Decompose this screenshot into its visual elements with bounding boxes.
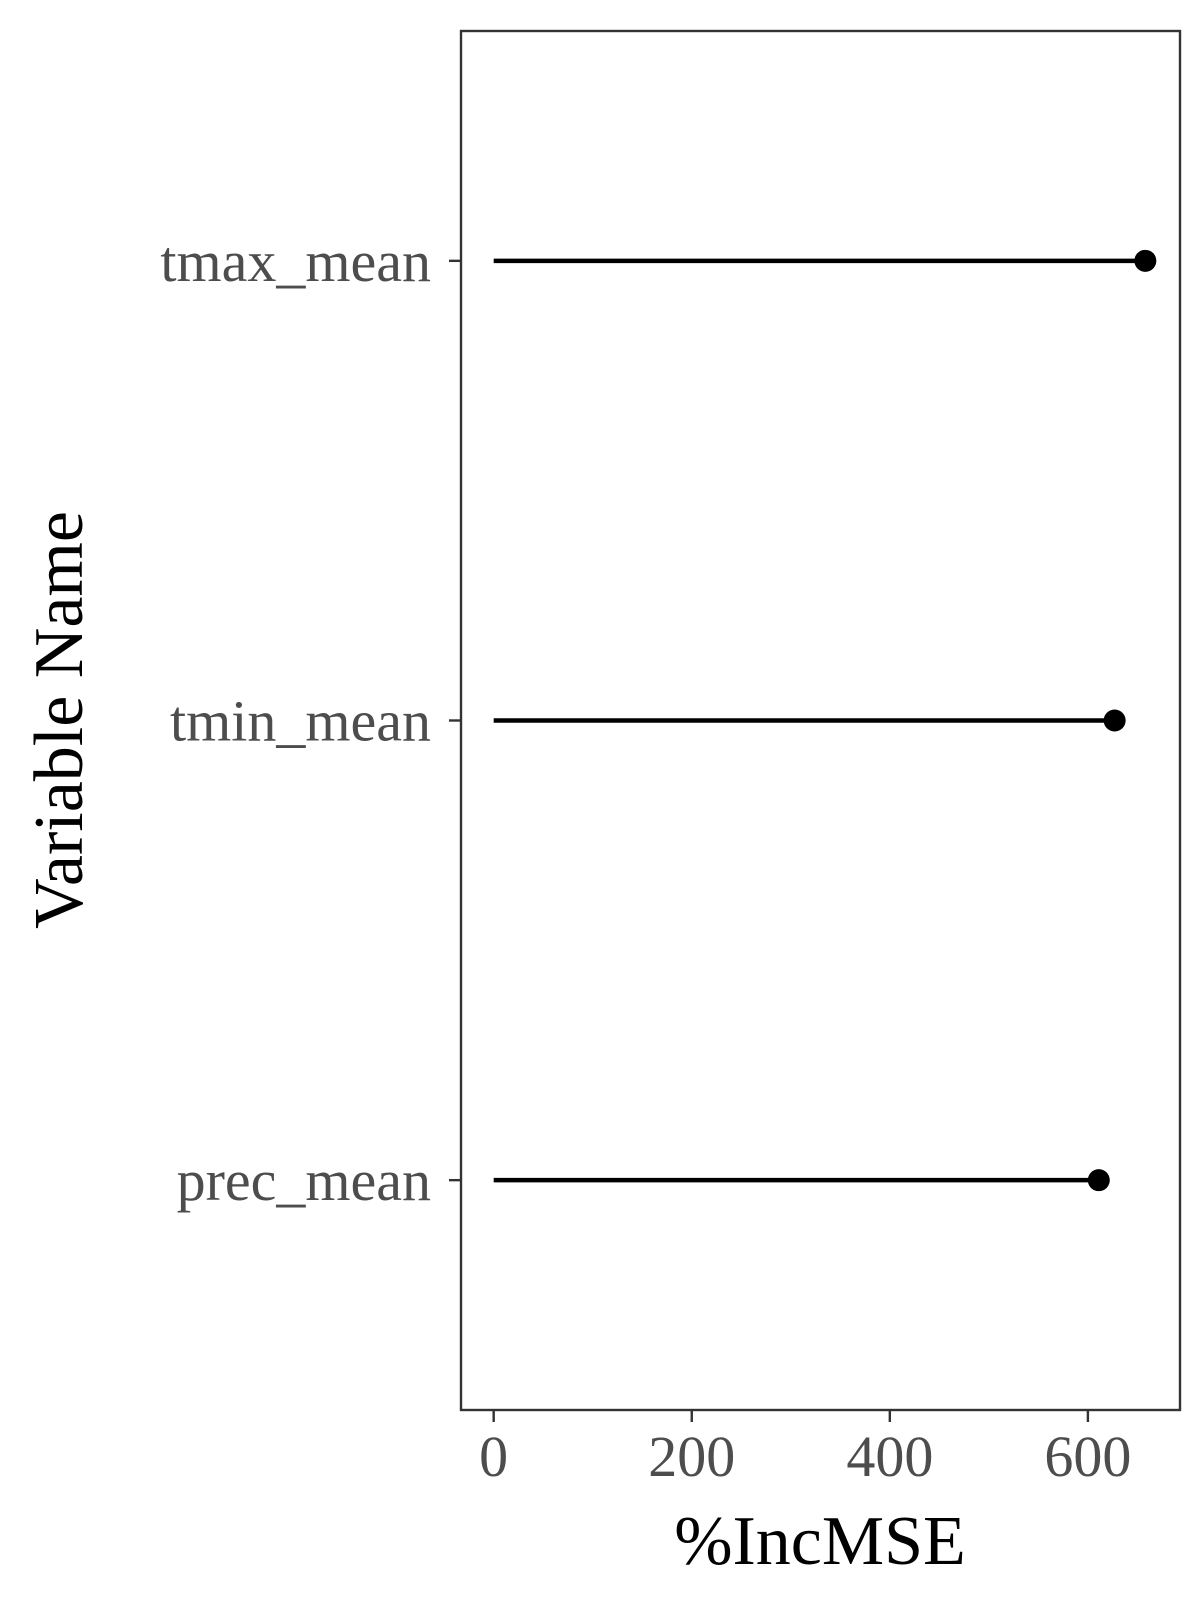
x-tick-label: 0 [479, 1424, 508, 1489]
lollipop-point [1087, 1169, 1110, 1192]
y-axis: tmax_mean tmin_mean prec_mean [160, 229, 461, 1213]
lollipop-point [1103, 709, 1126, 732]
y-axis-title: Variable Name [21, 511, 98, 929]
lollipop-marks [493, 249, 1157, 1192]
x-tick-label: 400 [846, 1424, 933, 1489]
x-tick-label: 600 [1044, 1424, 1131, 1489]
y-tick-label: tmax_mean [160, 229, 431, 294]
x-axis: 0 200 400 600 [479, 1410, 1131, 1489]
y-tick-label: prec_mean [177, 1148, 431, 1213]
lollipop-point [1134, 249, 1157, 272]
x-tick-label: 200 [648, 1424, 735, 1489]
x-axis-title: %IncMSE [674, 1503, 966, 1580]
y-tick-label: tmin_mean [170, 689, 431, 754]
